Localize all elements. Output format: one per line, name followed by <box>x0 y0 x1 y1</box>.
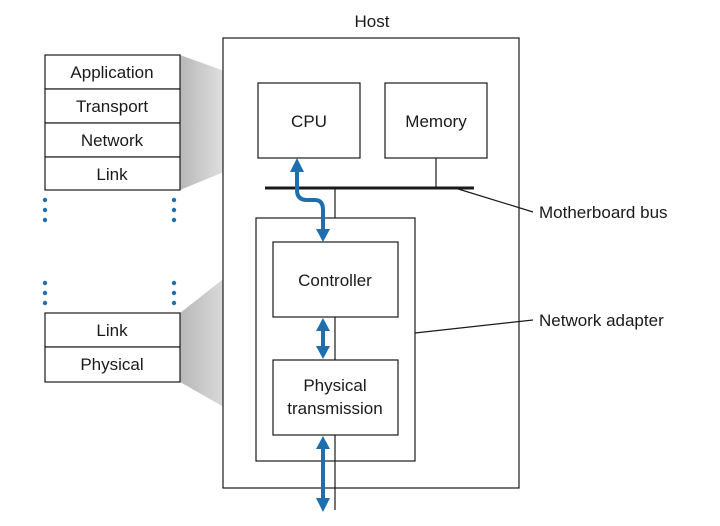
controller-bottom-arrowhead <box>316 318 330 331</box>
host-label: Host <box>355 12 390 31</box>
dot-left-5 <box>42 290 48 296</box>
network-adapter-callout-line <box>414 319 534 334</box>
dot-left-1 <box>42 197 48 203</box>
dot-left-3 <box>42 217 48 223</box>
cpu-box <box>257 82 361 159</box>
physical-transmission-label-line2: transmission <box>287 399 382 418</box>
stack-application-box <box>44 54 181 90</box>
stack-network-label: Network <box>81 131 144 150</box>
physical-transmission-label-line1: Physical <box>303 376 366 395</box>
stack-application-label: Application <box>70 63 153 82</box>
motherboard-bus-label: Motherboard bus <box>539 203 668 222</box>
dot-right-2 <box>171 207 177 213</box>
dot-right-3 <box>171 217 177 223</box>
network-adapter-label: Network adapter <box>539 311 664 330</box>
stack-physical-box <box>44 346 181 383</box>
dot-right-1 <box>171 197 177 203</box>
controller-label: Controller <box>298 271 372 290</box>
cpu-label: CPU <box>291 112 327 131</box>
dot-right-4 <box>171 280 177 286</box>
dot-left-4 <box>42 280 48 286</box>
stack-transport-box <box>44 88 181 124</box>
cpu-controller-arrow <box>295 170 325 232</box>
stack-physical-label: Physical <box>80 355 143 374</box>
controller-top-arrowhead <box>316 229 330 242</box>
continuation-dots <box>42 197 177 306</box>
physical-top-arrowhead <box>316 346 330 359</box>
physical-bottom-arrowhead <box>316 436 330 449</box>
physical-transmission-box <box>272 359 399 436</box>
memory-label: Memory <box>405 112 467 131</box>
stack-lower-link-label: Link <box>96 321 128 340</box>
stack-transport-label: Transport <box>76 97 148 116</box>
memory-box <box>384 82 488 159</box>
dot-right-6 <box>171 300 177 306</box>
stack-link-box <box>44 156 181 191</box>
dot-left-2 <box>42 207 48 213</box>
lower-protocol-stack: Link Physical <box>44 312 181 383</box>
stack-link-label: Link <box>96 165 128 184</box>
motherboard-bus-callout-line <box>454 187 534 213</box>
dot-right-5 <box>171 290 177 296</box>
stack-lower-link-box <box>44 312 181 348</box>
cpu-arrowhead <box>290 158 304 172</box>
dot-left-6 <box>42 300 48 306</box>
link-arrowhead <box>316 498 330 512</box>
controller-box <box>272 241 399 318</box>
upper-protocol-stack: Application Transport Network Link <box>44 54 181 191</box>
stack-network-box <box>44 122 181 158</box>
